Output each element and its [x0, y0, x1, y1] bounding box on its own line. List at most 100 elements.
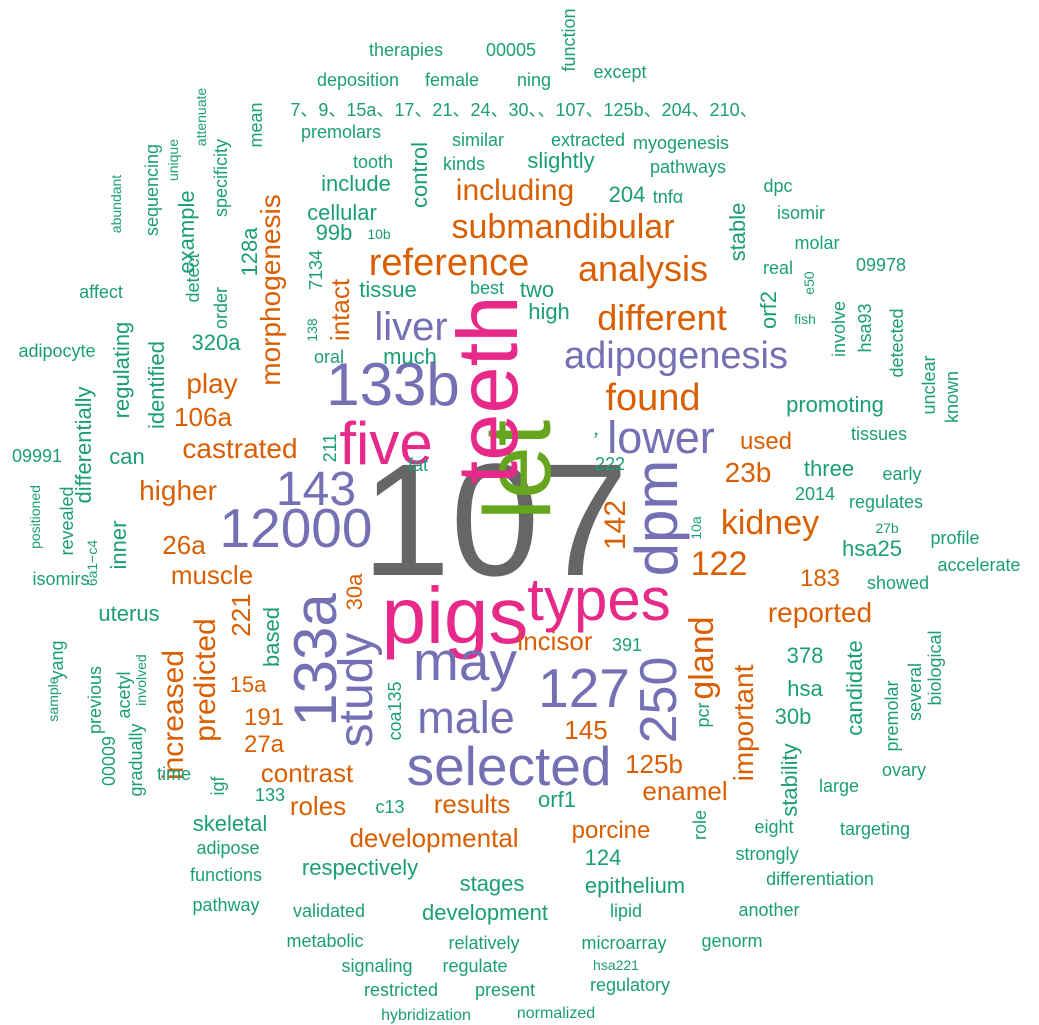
cloud-word: 124 — [585, 845, 622, 870]
cloud-word: 127 — [538, 657, 630, 719]
cloud-word: 30a — [342, 573, 367, 610]
cloud-word: higher — [139, 475, 217, 506]
cloud-word: mean — [246, 102, 266, 147]
cloud-word: sequencing — [142, 144, 162, 236]
cloud-word: profile — [930, 528, 979, 548]
cloud-word: five — [339, 410, 432, 477]
cloud-word: gradually — [126, 723, 146, 796]
cloud-word: 10a — [688, 516, 704, 540]
cloud-word: acetyl — [114, 671, 134, 718]
cloud-word: pigs — [382, 571, 529, 660]
cloud-word: involve — [829, 301, 849, 357]
cloud-word: metabolic — [286, 931, 363, 951]
cloud-word: microarray — [581, 933, 666, 953]
cloud-word: pathway — [192, 895, 259, 915]
cloud-word: biological — [925, 630, 945, 705]
cloud-word: validated — [293, 901, 365, 921]
cloud-word: hsa93 — [855, 303, 875, 352]
cloud-word: regulate — [442, 956, 507, 976]
cloud-word: except — [593, 62, 646, 82]
cloud-word: fish — [794, 311, 816, 327]
cloud-word: 378 — [787, 643, 824, 668]
cloud-word: e50 — [801, 271, 817, 295]
cloud-word: detect — [183, 253, 203, 302]
cloud-word: attenuate — [193, 88, 209, 147]
cloud-word: male — [417, 692, 515, 743]
cloud-word: tissue — [359, 277, 416, 302]
cloud-word: tissues — [851, 424, 907, 444]
cloud-word: different — [597, 297, 726, 338]
cloud-word: include — [321, 171, 391, 196]
cloud-word: incisor — [517, 626, 592, 656]
cloud-word: restricted — [364, 980, 438, 1000]
cloud-word: dpm — [623, 460, 690, 577]
cloud-word: muscle — [171, 560, 253, 590]
cloud-word: known — [942, 371, 962, 423]
cloud-word: 6a1−c4 — [84, 540, 100, 587]
cloud-word: example — [174, 190, 199, 273]
cloud-word: detected — [887, 308, 907, 377]
cloud-word: hybridization — [381, 1007, 471, 1024]
cloud-word: accelerate — [937, 555, 1020, 575]
cloud-word: present — [475, 980, 535, 1000]
cloud-word: large — [819, 776, 859, 796]
cloud-word: teeth — [441, 295, 536, 484]
cloud-word: 391 — [612, 635, 642, 655]
cloud-word: coa135 — [385, 681, 405, 740]
cloud-word: intact — [325, 278, 355, 341]
cloud-word: 142 — [599, 500, 632, 550]
cloud-word: real — [763, 258, 793, 278]
cloud-word: 30b — [775, 704, 812, 729]
cloud-word: reported — [768, 597, 872, 628]
cloud-word: 106a — [174, 402, 232, 432]
cloud-word: premolar — [882, 680, 902, 751]
cloud-word: orf2 — [756, 291, 781, 329]
cloud-word: 09991 — [12, 446, 62, 466]
cloud-word: regulating — [109, 322, 134, 419]
cloud-word: showed — [867, 573, 929, 593]
cloud-word: enamel — [642, 776, 727, 806]
cloud-word: unique — [165, 139, 181, 181]
cloud-word: positioned — [27, 485, 43, 549]
cloud-word: molar — [794, 233, 839, 253]
cloud-word: igf — [208, 775, 228, 795]
cloud-word: orf1 — [538, 787, 576, 812]
cloud-word: including — [456, 174, 574, 207]
cloud-word: 00005 — [486, 40, 536, 60]
cloud-word: myogenesis — [633, 133, 729, 153]
cloud-word: based — [259, 607, 284, 667]
cloud-word: pcr — [693, 702, 713, 727]
cloud-word: results — [434, 789, 511, 819]
cloud-word: functions — [190, 865, 262, 885]
cloud-word: 133 — [255, 785, 285, 805]
cloud-word: stable — [725, 203, 750, 262]
cloud-word: cellular — [307, 200, 377, 225]
cloud-word: best — [470, 278, 504, 298]
cloud-word: inner — [106, 521, 131, 570]
cloud-word: kidney — [721, 504, 819, 542]
cloud-word: isomir — [777, 203, 825, 223]
cloud-word: epithelium — [585, 873, 685, 898]
cloud-word: pathways — [650, 157, 726, 177]
cloud-word: 99b — [316, 220, 353, 245]
cloud-word: high — [528, 299, 570, 324]
cloud-word: types — [527, 566, 670, 633]
cloud-word: slightly — [527, 148, 594, 173]
cloud-word: hsa25 — [842, 536, 902, 561]
cloud-word: therapies — [369, 40, 443, 60]
cloud-word: 107 — [362, 430, 629, 609]
cloud-word: 143 — [276, 463, 356, 516]
cloud-word: analysis — [578, 248, 708, 289]
cloud-word: 133b — [326, 351, 459, 418]
cloud-word: eight — [754, 817, 793, 837]
cloud-word: increased — [157, 650, 190, 780]
cloud-word: 122 — [691, 545, 748, 583]
cloud-word: adipose — [196, 838, 259, 858]
cloud-word: another — [738, 900, 799, 920]
cloud-word: 204 — [609, 182, 646, 207]
cloud-word: order — [211, 287, 231, 329]
cloud-word: signaling — [341, 956, 412, 976]
cloud-word: 10b — [367, 226, 391, 242]
cloud-word: important — [728, 664, 759, 781]
